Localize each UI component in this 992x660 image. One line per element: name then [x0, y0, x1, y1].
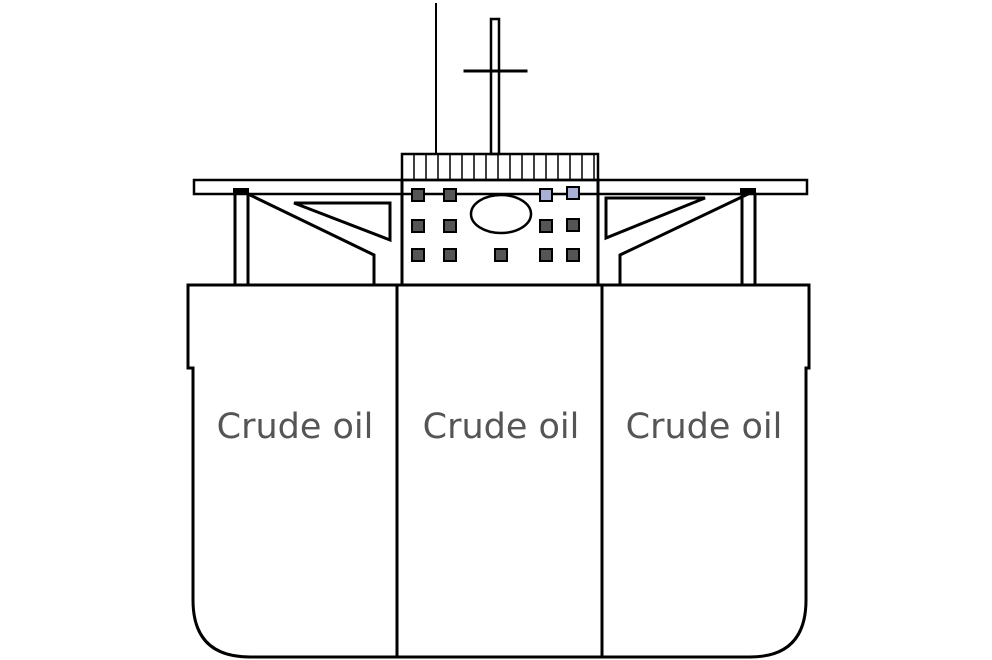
- wheelhouse-roof: [400, 152, 600, 182]
- porthole: [566, 186, 580, 200]
- porthole: [443, 188, 457, 202]
- porthole: [494, 248, 508, 262]
- porthole: [443, 248, 457, 262]
- superstructure: [400, 178, 600, 286]
- tank-label-left: Crude oil: [217, 407, 374, 447]
- porthole: [411, 248, 425, 262]
- left-pillar: [233, 188, 250, 286]
- hull-outline: [186, 283, 811, 659]
- porthole: [411, 219, 425, 233]
- oval-window: [469, 193, 533, 235]
- porthole: [566, 218, 580, 232]
- porthole: [539, 219, 553, 233]
- right-bracing: [604, 192, 750, 287]
- porthole: [539, 248, 553, 262]
- porthole: [539, 188, 553, 202]
- porthole: [411, 188, 425, 202]
- tank-label-center: Crude oil: [423, 407, 580, 447]
- right-pillar: [740, 188, 757, 286]
- porthole: [443, 219, 457, 233]
- porthole: [566, 248, 580, 262]
- radar-mast: [489, 17, 501, 156]
- bridge-deck: [192, 178, 809, 196]
- tank-label-right: Crude oil: [626, 407, 783, 447]
- left-bracing: [245, 191, 392, 287]
- portholes: [411, 186, 580, 262]
